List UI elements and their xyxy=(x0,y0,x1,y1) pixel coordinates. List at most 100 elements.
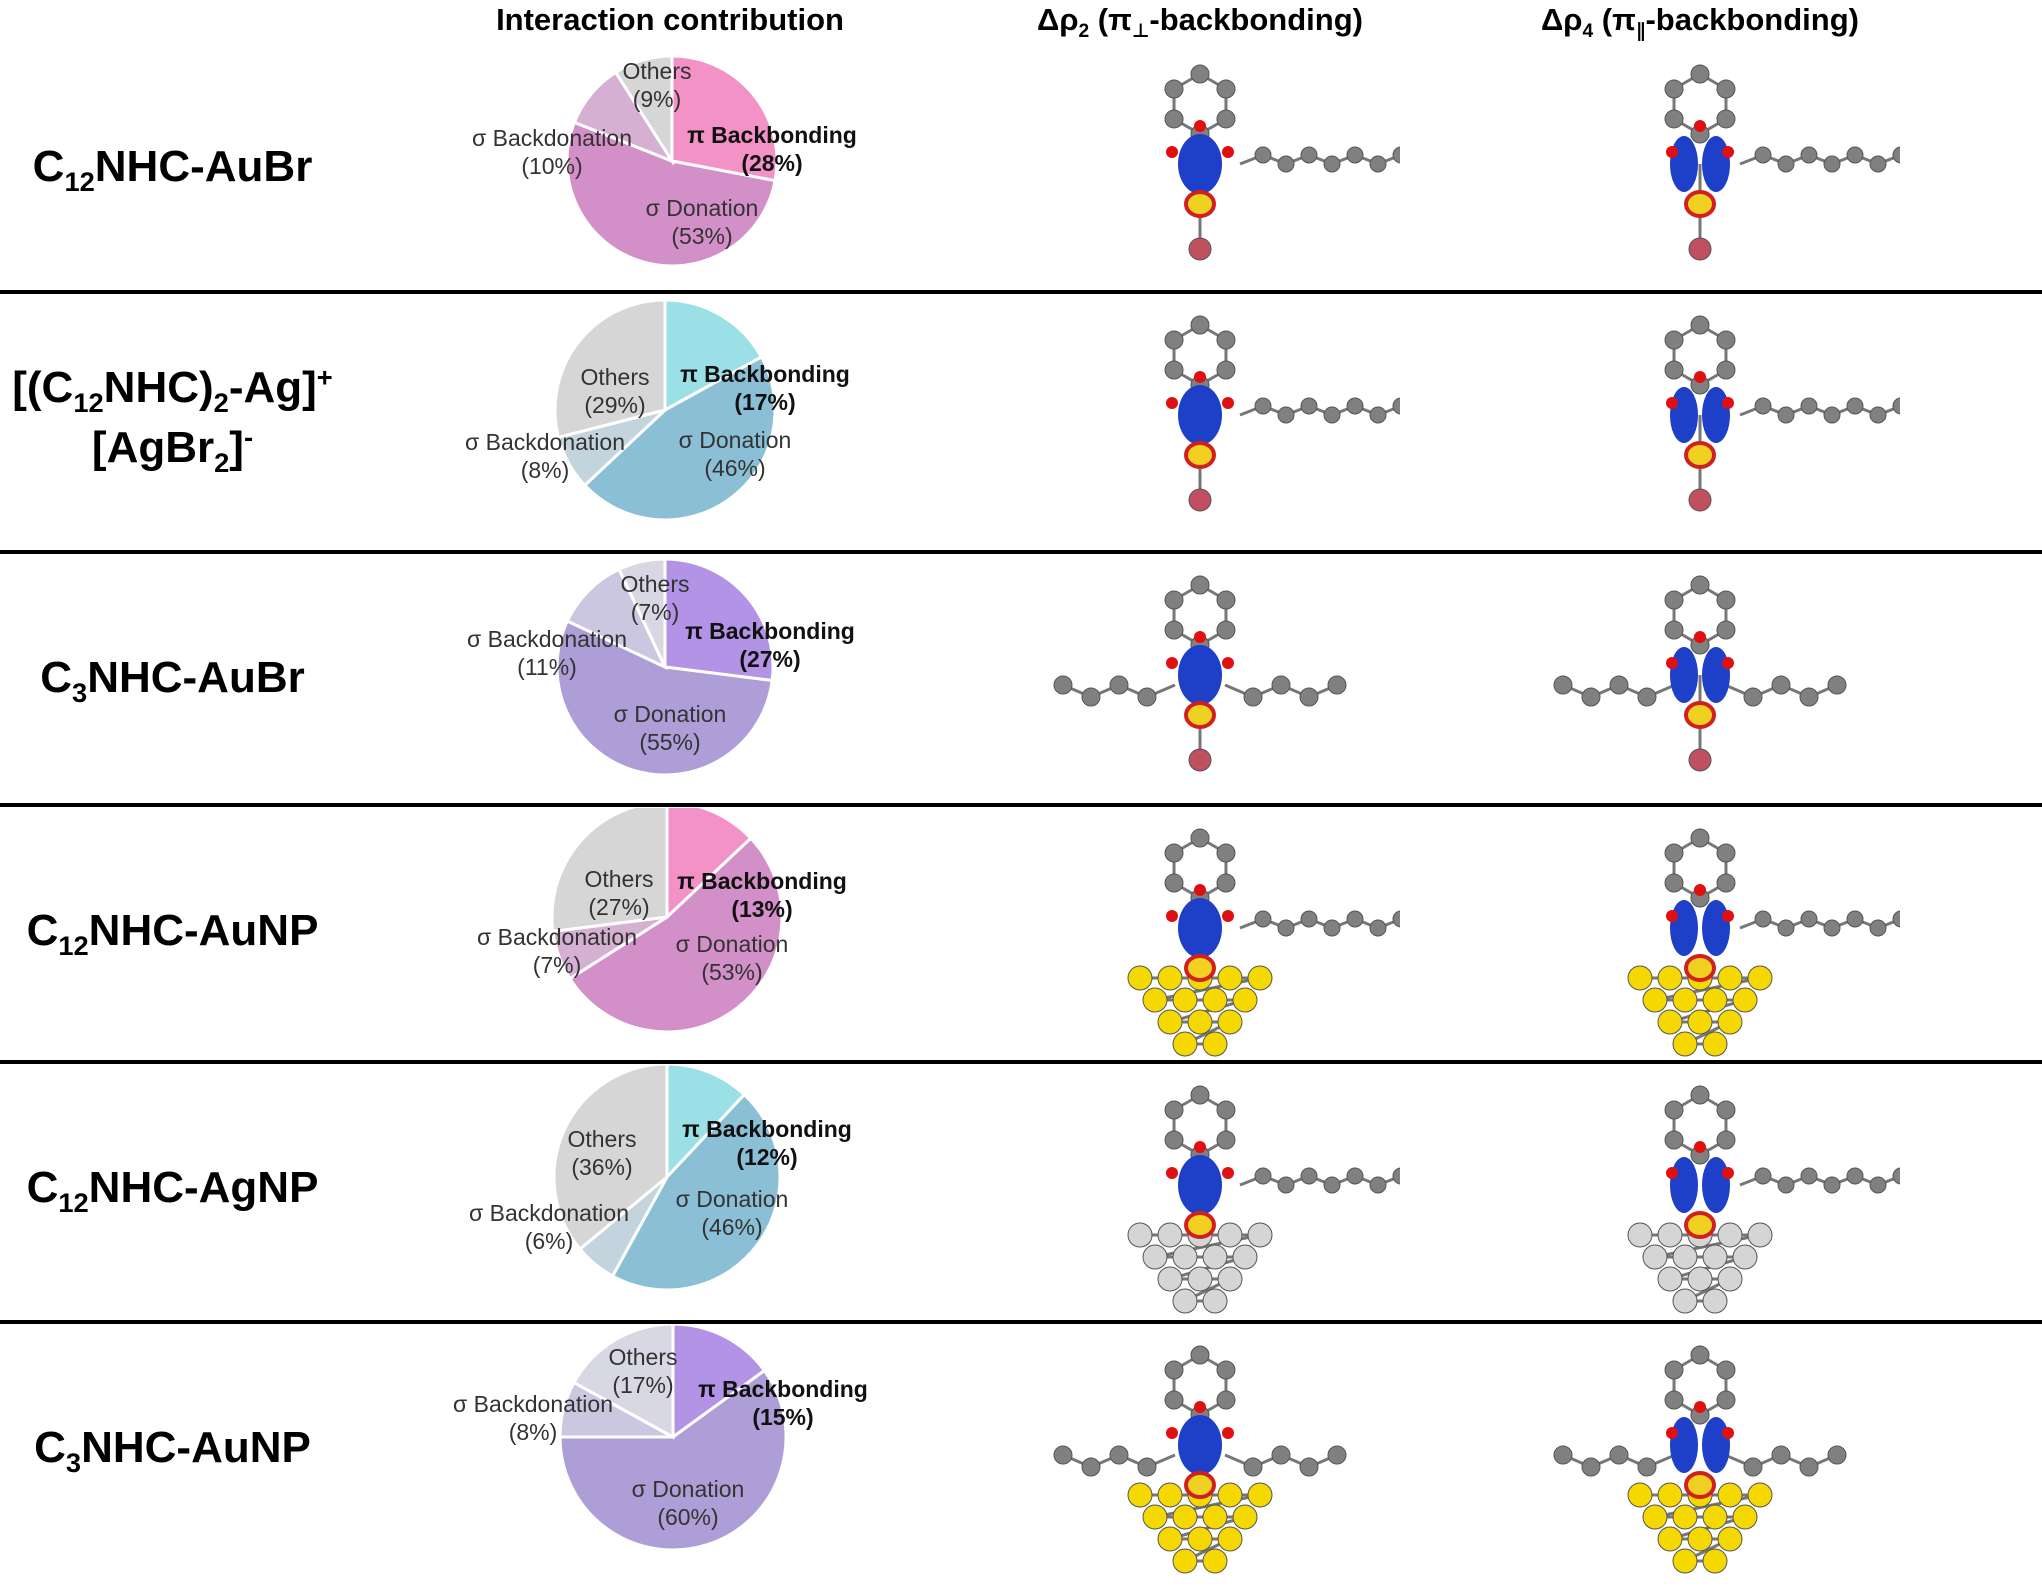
molecule-atom xyxy=(1702,1031,1728,1057)
molecule-atom xyxy=(1664,360,1684,380)
molecule-atom xyxy=(1823,155,1841,173)
pie-slice-label: σ Backdonation xyxy=(469,1200,629,1226)
header-rho4-tail: -backbonding) xyxy=(1645,2,1859,37)
pie-slice-label: σ Backdonation xyxy=(453,1391,613,1417)
molecule-atom xyxy=(1754,146,1772,164)
molecule-bond xyxy=(1154,1233,1261,1259)
molecule-atom xyxy=(1346,146,1364,164)
pie-slice-percent: (60%) xyxy=(657,1504,718,1530)
molecule-bond xyxy=(1169,998,1246,1024)
molecule-atom xyxy=(1716,1100,1736,1120)
molecule-atom xyxy=(1664,590,1684,610)
density-lobe-blue xyxy=(1670,1157,1698,1213)
molecule-atom xyxy=(1687,1009,1713,1035)
molecule-atom xyxy=(1392,397,1400,415)
density-lobe-red xyxy=(1222,910,1234,922)
density-lobe-blue xyxy=(1178,645,1222,705)
row-label-part: 12 xyxy=(64,165,95,197)
molecule-atom xyxy=(1672,1288,1698,1314)
density-lobe-blue xyxy=(1670,900,1698,956)
molecule-atom xyxy=(1716,330,1736,350)
molecule-atom xyxy=(1664,843,1684,863)
density-lobe-red xyxy=(1166,910,1178,922)
density-plot-rho2 xyxy=(1053,575,1347,772)
row-label-part: C xyxy=(40,653,73,703)
molecule-atom xyxy=(1717,1266,1743,1292)
molecule-atom xyxy=(1747,1482,1773,1508)
molecule-atom xyxy=(1690,1085,1710,1105)
pie-slice xyxy=(665,1065,747,1181)
molecule-atom xyxy=(1232,1504,1258,1530)
molecule-atom xyxy=(1846,146,1864,164)
molecule-atom xyxy=(1777,1176,1795,1194)
density-lobe-red xyxy=(1184,954,1216,982)
molecule-atom xyxy=(1277,919,1295,937)
density-lobe-red xyxy=(1184,441,1216,469)
header-rho2-rest: (π xyxy=(1089,2,1132,37)
header-rho2-main: Δρ xyxy=(1037,2,1079,37)
molecule-atom xyxy=(1688,237,1712,261)
molecule-atom xyxy=(1717,1009,1743,1035)
molecule-atom xyxy=(1243,687,1263,707)
pie-slice-percent: (46%) xyxy=(704,455,765,481)
molecule-atom xyxy=(1800,397,1818,415)
molecule-atom xyxy=(1202,1288,1228,1314)
molecule-atom xyxy=(1323,155,1341,173)
header-rho2-sub: 2 xyxy=(1078,21,1090,43)
header-rho4-main: Δρ xyxy=(1541,2,1583,37)
molecule-atom xyxy=(1190,315,1210,335)
molecule-atom xyxy=(1687,1526,1713,1552)
density-lobe-red xyxy=(1694,371,1706,383)
molecule-atom xyxy=(1172,1288,1198,1314)
row-label-part: ] xyxy=(229,423,244,472)
molecule-atom xyxy=(1216,873,1236,893)
molecule-bond xyxy=(1654,1493,1761,1519)
pie-slice xyxy=(663,298,764,413)
molecule-atom xyxy=(1243,1457,1263,1477)
molecule-atom xyxy=(1672,1031,1698,1057)
molecule-atom xyxy=(1172,1548,1198,1574)
molecule-atom xyxy=(1254,910,1272,928)
pie-slice xyxy=(610,1092,782,1292)
pie-slice-label: Others xyxy=(608,1344,677,1370)
pie-slice xyxy=(671,1325,767,1440)
density-lobe-red xyxy=(1222,146,1234,158)
density-lobe-red xyxy=(1166,1167,1178,1179)
pie-slice-percent: (27%) xyxy=(588,894,649,920)
molecule-atom xyxy=(1217,1526,1243,1552)
molecule-atom xyxy=(1327,1445,1347,1465)
molecule-atom xyxy=(1690,575,1710,595)
molecule-atom xyxy=(1277,406,1295,424)
molecule-atom xyxy=(1664,330,1684,350)
molecule-atom xyxy=(1369,919,1387,937)
molecule-atom xyxy=(1827,675,1847,695)
molecule-atom xyxy=(1553,1445,1573,1465)
row-label-part: C xyxy=(32,142,65,192)
molecule-atom xyxy=(1164,843,1184,863)
molecule-atom xyxy=(1109,675,1129,695)
row-label-part: [(C xyxy=(12,363,74,413)
molecule-atom xyxy=(1664,1360,1684,1380)
pie-slice-label: σ Donation xyxy=(646,195,759,221)
pie-slice-percent: (46%) xyxy=(701,1214,762,1240)
row-divider xyxy=(0,290,2042,294)
molecule-atom xyxy=(1869,919,1887,937)
molecule-atom xyxy=(1743,1457,1763,1477)
pie-slice-percent: (55%) xyxy=(639,729,700,755)
density-lobe-red xyxy=(1222,1167,1234,1179)
row-label-part: NHC-AgNP xyxy=(88,1163,319,1213)
molecule-atom xyxy=(1702,1548,1728,1574)
row-label-part: 12 xyxy=(58,1186,89,1218)
pie-slice-percent: (6%) xyxy=(525,1228,574,1254)
molecule-atom xyxy=(1202,1031,1228,1057)
molecule-atom xyxy=(1716,109,1736,129)
molecule-atom xyxy=(1716,1130,1736,1150)
molecule-atom xyxy=(1190,575,1210,595)
molecule-atom xyxy=(1157,1266,1183,1292)
row-label-part: C xyxy=(34,1423,66,1473)
molecule-atom xyxy=(1202,987,1228,1013)
molecule-atom xyxy=(1217,965,1243,991)
molecule-atom xyxy=(1216,590,1236,610)
molecule-atom xyxy=(1323,919,1341,937)
molecule-atom xyxy=(1690,315,1710,335)
